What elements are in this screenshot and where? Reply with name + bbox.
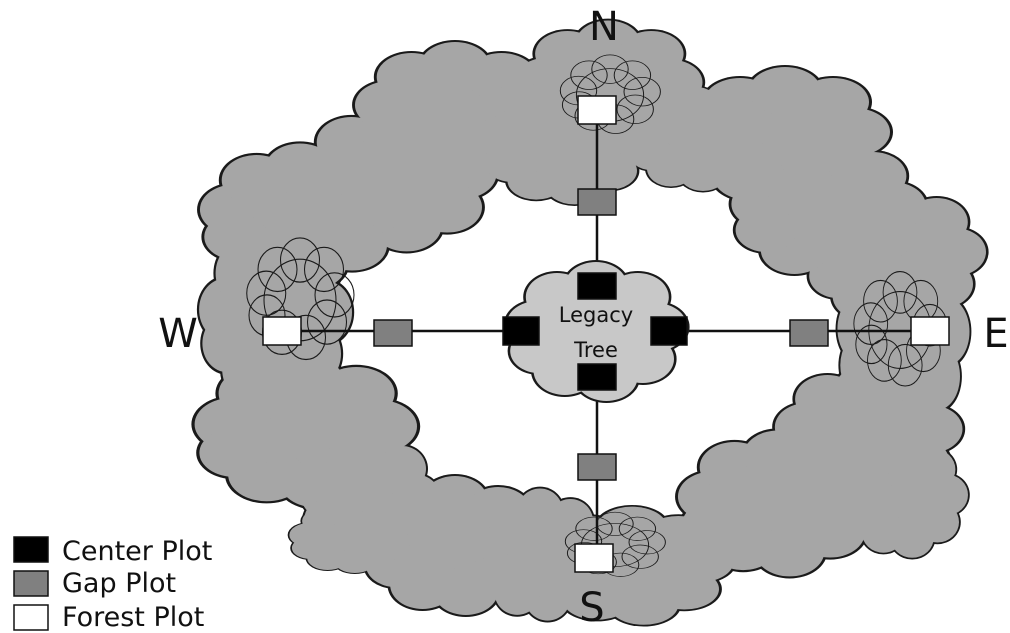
compass-south-label: S [579, 585, 604, 631]
gap-plot-west [373, 319, 413, 347]
legend-label-forest-plot: Forest Plot [62, 602, 204, 633]
center-plot-south [577, 363, 617, 391]
forest-plot-west [262, 316, 302, 346]
center-plot-north [577, 272, 617, 300]
compass-east-label: E [983, 311, 1008, 357]
compass-west-label: W [158, 311, 198, 357]
compass-north-label: N [589, 4, 619, 50]
gap-plot-south [577, 453, 617, 481]
legend-swatch-center-plot [13, 536, 49, 563]
legend-swatch-gap-plot [13, 570, 49, 597]
center-plot-west [502, 316, 540, 346]
legacy-tree-label-line1: Legacy [559, 303, 633, 327]
gap-plot-east [789, 319, 829, 347]
center-plot-east [650, 316, 688, 346]
legend: Center Plot Gap Plot Forest Plot [13, 536, 212, 633]
gap-plot-north [577, 188, 617, 216]
forest-plot-east [910, 316, 950, 346]
legacy-tree-label-line2: Tree [573, 338, 618, 362]
plots [262, 95, 950, 573]
legend-label-center-plot: Center Plot [62, 536, 212, 567]
legend-swatch-forest-plot [13, 604, 49, 631]
forest-plot-north [577, 95, 617, 125]
legend-label-gap-plot: Gap Plot [62, 568, 176, 599]
forest-plot-south [574, 543, 614, 573]
